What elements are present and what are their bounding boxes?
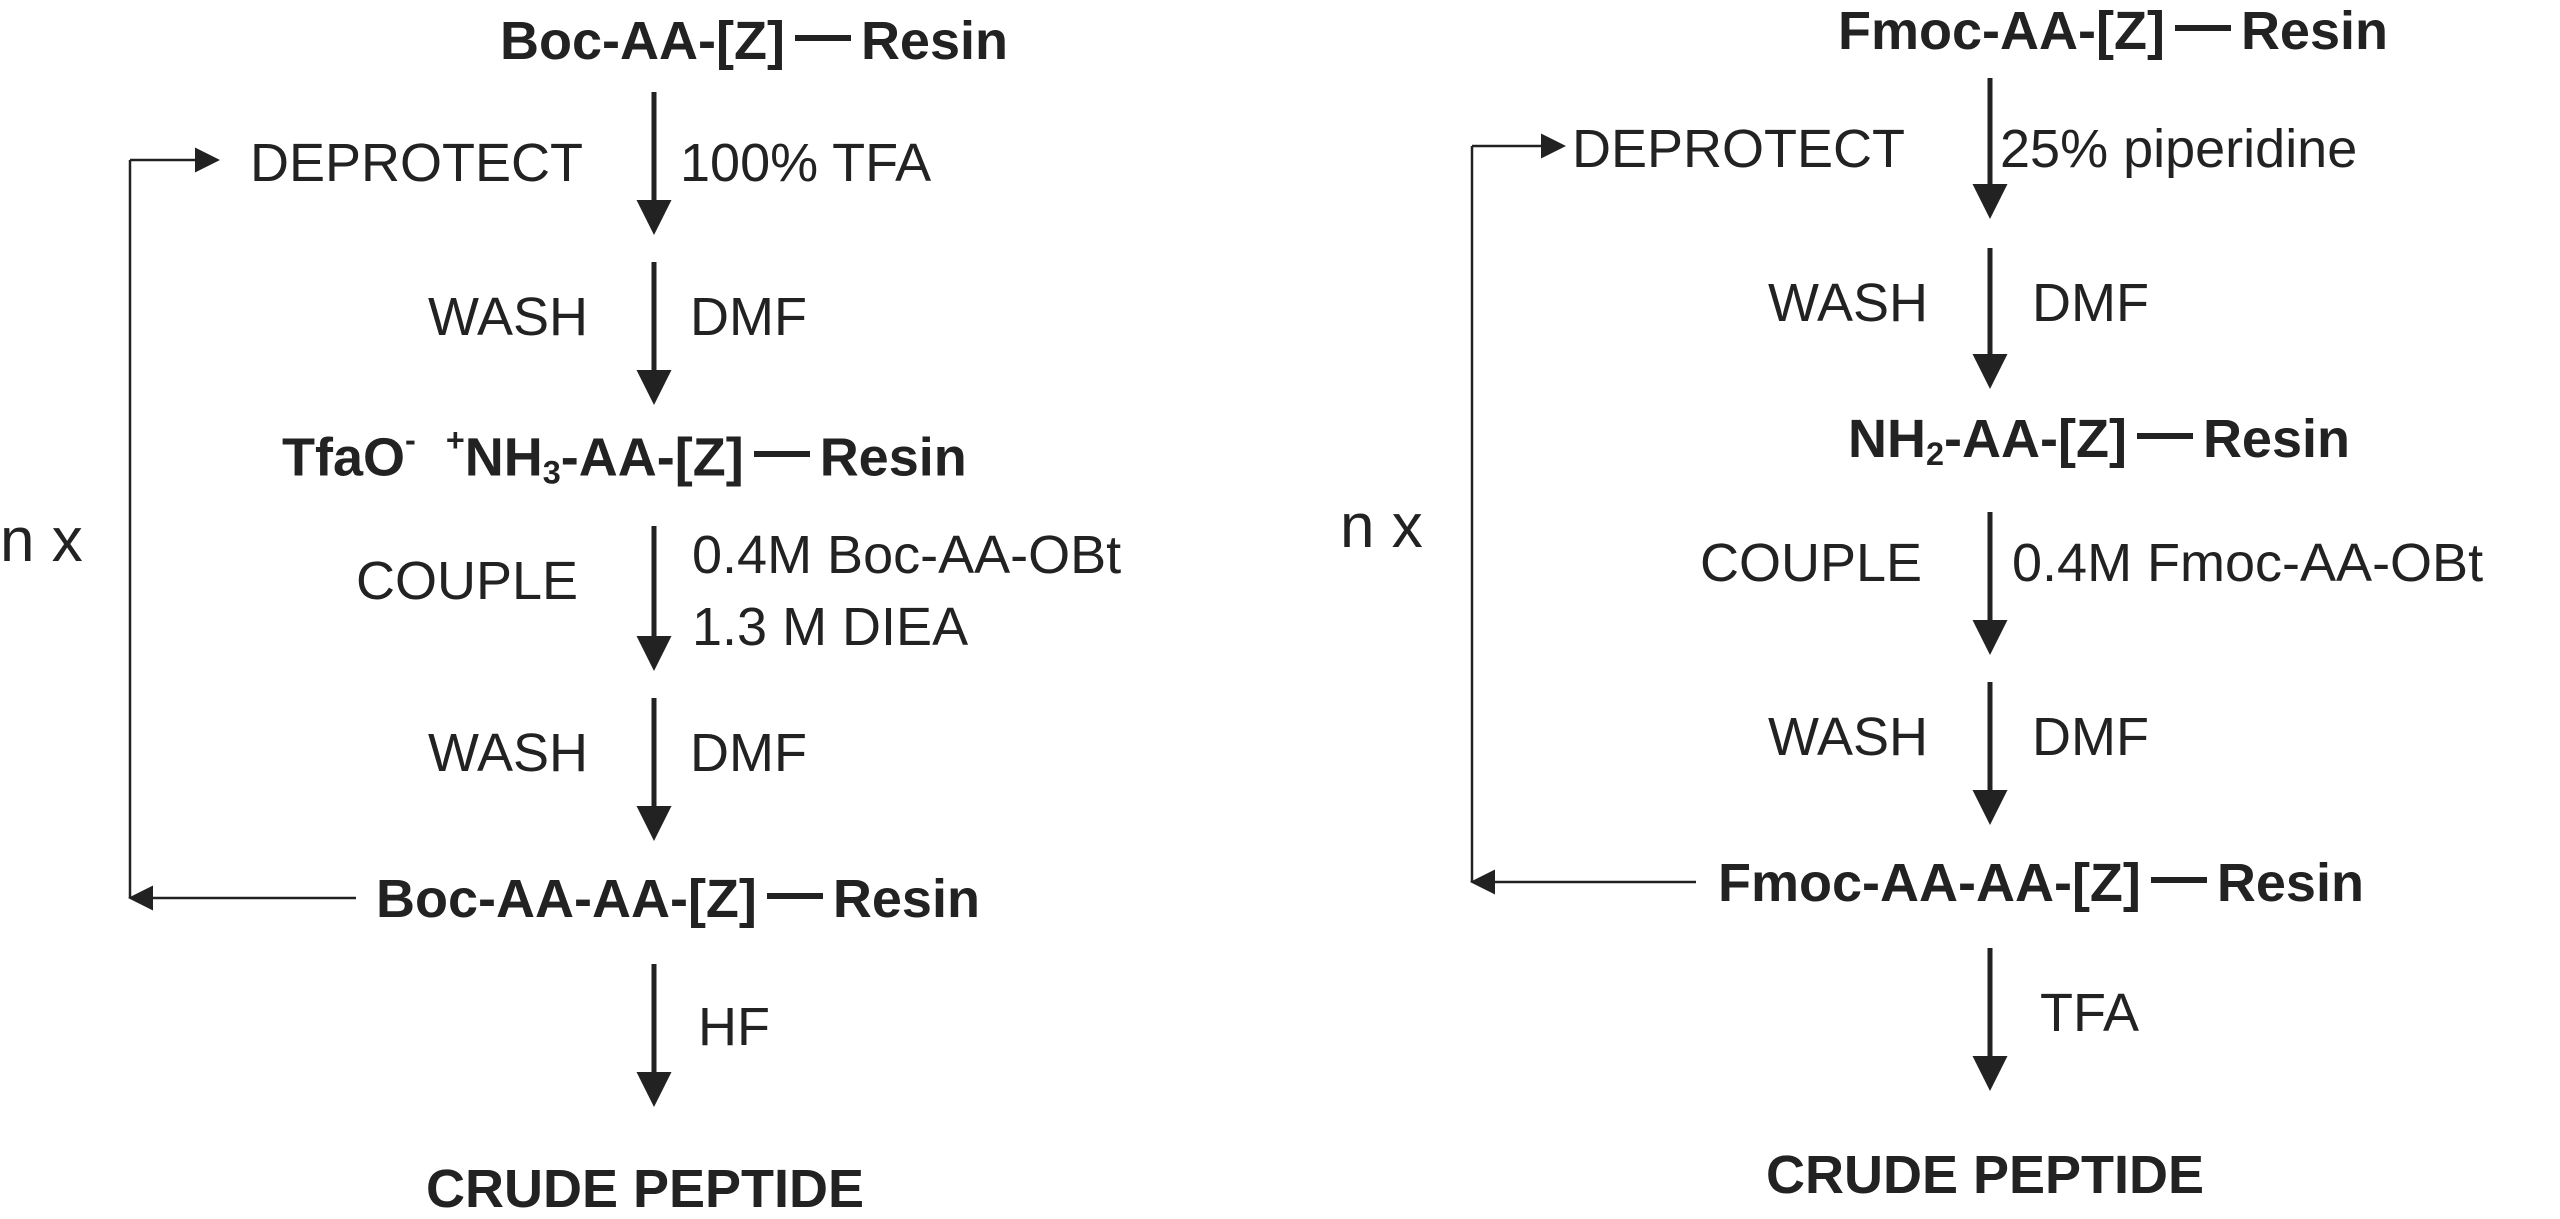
boc-intermediate-compound: TfaO- +NH3-AA-[Z] Resin — [282, 424, 967, 489]
boc-deprotect-reagent: 100% TFA — [680, 133, 932, 193]
boc-couple-reagent-2: 1.3 M DIEA — [692, 597, 969, 657]
boc-intermediate-suffix: Resin — [819, 427, 967, 488]
fmoc-wash2-step: WASH — [1768, 707, 1928, 767]
boc-product-prefix: Boc-AA-AA-[Z] — [376, 869, 757, 929]
boc-product-suffix: Resin — [832, 869, 980, 929]
boc-start-suffix: Resin — [860, 11, 1008, 71]
fmoc-start-prefix: Fmoc-AA-[Z] — [1838, 1, 2165, 61]
boc-amine-subscript: 3 — [542, 454, 561, 491]
fmoc-intermediate-amine: NH — [1848, 409, 1926, 469]
fmoc-intermediate-compound: NH2-AA-[Z] Resin — [1848, 412, 2350, 471]
boc-intermediate-amine: NH — [464, 427, 543, 488]
boc-intermediate-anion: TfaO — [282, 427, 406, 488]
bond-dash — [794, 35, 851, 42]
bond-dash — [2150, 877, 2207, 884]
fmoc-cleave-reagent: TFA — [2040, 983, 2140, 1043]
boc-wash2-step: WASH — [428, 723, 588, 783]
boc-deprotect-step: DEPROTECT — [250, 133, 584, 193]
boc-loop-label: n x — [0, 506, 83, 575]
boc-wash1-reagent: DMF — [690, 287, 807, 347]
boc-wash1-step: WASH — [428, 287, 588, 347]
fmoc-intermediate-suffix: Resin — [2202, 409, 2350, 469]
boc-product-compound: Boc-AA-AA-[Z] Resin — [376, 872, 980, 926]
boc-cleave-reagent: HF — [698, 997, 770, 1057]
fmoc-intermediate-tail: -AA-[Z] — [1944, 409, 2127, 469]
fmoc-couple-step: COUPLE — [1700, 533, 1923, 593]
anion-charge: - — [405, 422, 416, 458]
boc-final-product: CRUDE PEPTIDE — [426, 1159, 865, 1219]
boc-wash2-reagent: DMF — [690, 723, 807, 783]
cation-charge: + — [445, 422, 465, 458]
bond-dash — [2174, 25, 2231, 32]
fmoc-loop-label: n x — [1340, 492, 1423, 561]
fmoc-start-suffix: Resin — [2240, 1, 2388, 61]
boc-couple-reagent-1: 0.4M Boc-AA-OBt — [692, 525, 1122, 585]
fmoc-product-prefix: Fmoc-AA-AA-[Z] — [1718, 853, 2141, 913]
fmoc-deprotect-reagent: 25% piperidine — [2000, 119, 2358, 179]
boc-couple-step: COUPLE — [356, 551, 579, 611]
fmoc-wash1-step: WASH — [1768, 273, 1928, 333]
fmoc-couple-reagent-1: 0.4M Fmoc-AA-OBt — [2012, 533, 2484, 593]
boc-start-compound: Boc-AA-[Z] Resin — [500, 14, 1008, 68]
bond-dash — [753, 451, 810, 458]
fmoc-start-compound: Fmoc-AA-[Z] Resin — [1838, 4, 2388, 58]
boc-start-prefix: Boc-AA-[Z] — [500, 11, 785, 71]
fmoc-wash1-reagent: DMF — [2032, 273, 2149, 333]
bond-dash — [2136, 433, 2193, 440]
fmoc-wash2-reagent: DMF — [2032, 707, 2149, 767]
fmoc-product-compound: Fmoc-AA-AA-[Z] Resin — [1718, 856, 2364, 910]
fmoc-deprotect-step: DEPROTECT — [1572, 119, 1906, 179]
bond-dash — [766, 893, 823, 900]
fmoc-final-product: CRUDE PEPTIDE — [1766, 1145, 2205, 1205]
fmoc-product-suffix: Resin — [2216, 853, 2364, 913]
boc-intermediate-tail: -AA-[Z] — [560, 427, 744, 488]
fmoc-amine-subscript: 2 — [1926, 436, 1945, 473]
